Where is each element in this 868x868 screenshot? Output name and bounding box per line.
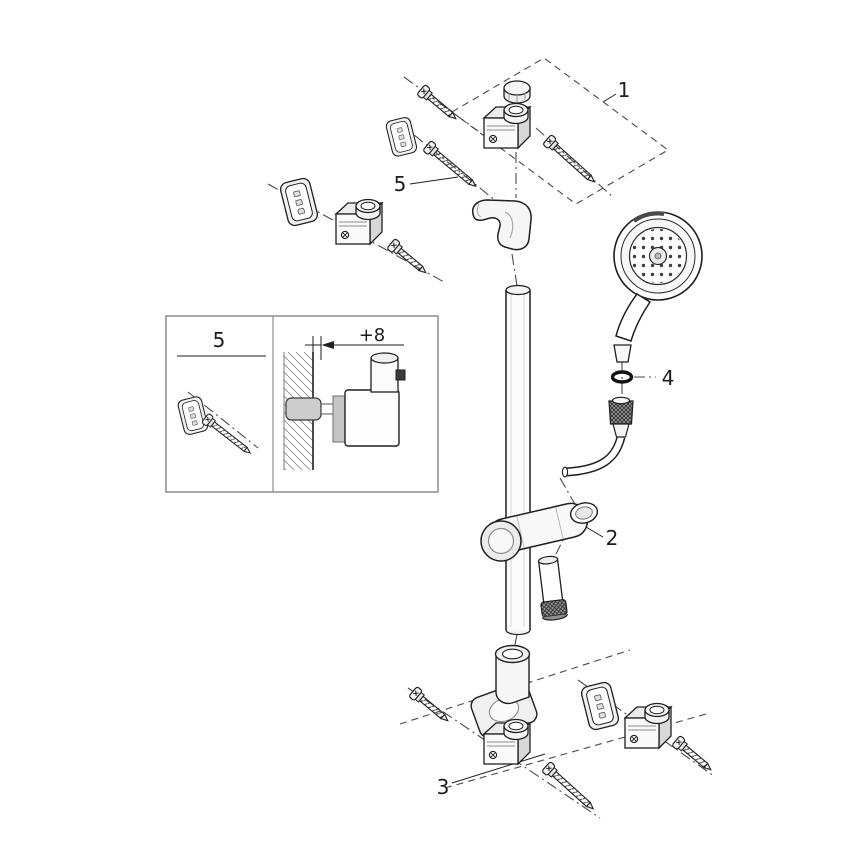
wall-plug xyxy=(384,115,419,158)
shower-handle xyxy=(615,293,652,342)
mounted-bracket xyxy=(332,352,406,447)
inset-label-5: 5 xyxy=(213,328,226,352)
inset-left-pane xyxy=(176,355,266,459)
inset-dimension: +8 xyxy=(359,325,386,346)
callout-2: 2 xyxy=(606,526,619,550)
wall-plug xyxy=(278,176,320,228)
brand-mark xyxy=(632,211,665,223)
fixing-screw-short xyxy=(416,83,461,125)
mounting-bracket-spare xyxy=(624,702,672,749)
hose-gasket xyxy=(610,370,634,384)
leader-callout-2 xyxy=(585,526,604,538)
leader-callout-1 xyxy=(602,93,617,103)
left-bracket-group xyxy=(278,176,431,279)
handle-stub xyxy=(537,555,568,621)
callout-3: 3 xyxy=(437,775,450,799)
mounting-bracket-top xyxy=(483,102,531,149)
handle-cone xyxy=(613,344,632,363)
rail-wall-holder-top xyxy=(471,199,532,251)
shower-hose xyxy=(561,435,626,478)
fixing-screw-long xyxy=(422,139,481,192)
inset-wall-section xyxy=(283,336,406,470)
fixing-screw-short xyxy=(671,734,716,776)
dimension-plus8 xyxy=(305,336,404,360)
fixing-screw-long xyxy=(542,133,600,188)
hand-shower xyxy=(608,211,703,438)
shower-rail xyxy=(505,284,531,636)
leader-callout-3 xyxy=(451,753,546,784)
inset-detail-box xyxy=(165,315,439,493)
bottom-mount-group xyxy=(408,680,716,815)
hose-connector-nut xyxy=(608,396,634,438)
callout-4: 4 xyxy=(662,366,675,390)
fixing-screw-short xyxy=(386,237,431,279)
top-mount-group xyxy=(416,80,600,188)
embedded-wall-plug xyxy=(285,397,322,421)
leader-callout-5 xyxy=(409,176,459,185)
fixing-screw-short xyxy=(408,685,453,727)
wall-plug xyxy=(579,680,621,732)
callout-1: 1 xyxy=(618,78,631,102)
callout-5: 5 xyxy=(394,172,407,196)
rail-end-cap xyxy=(503,80,531,104)
mounting-bracket-left xyxy=(335,198,383,245)
rail-slider-holder xyxy=(480,502,599,562)
fixing-screw-long xyxy=(541,760,599,815)
